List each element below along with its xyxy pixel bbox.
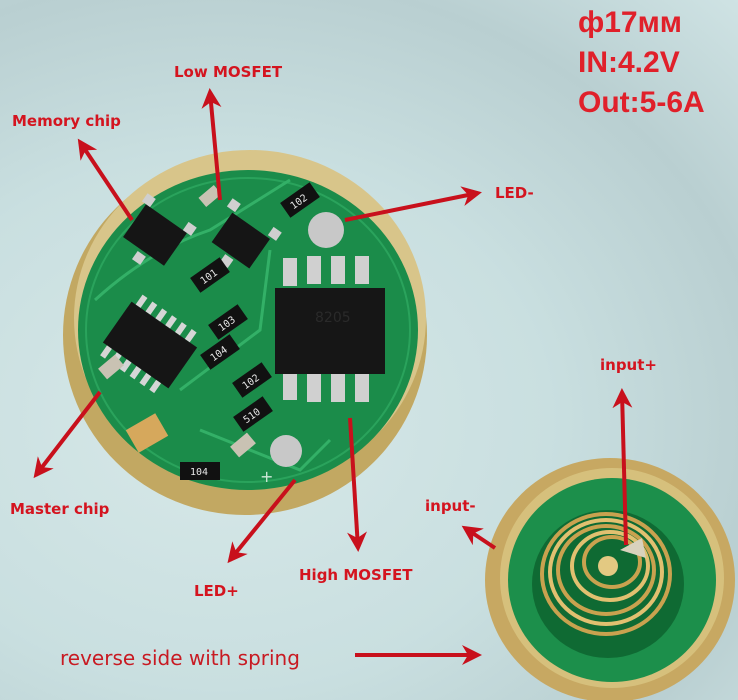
spec-diameter: ф17мм	[578, 6, 683, 39]
arrow-led-minus	[344, 186, 482, 222]
high-mosfet-ic: 8205	[275, 256, 385, 402]
arrow-input-minus	[461, 525, 497, 550]
low-mosfet	[211, 198, 282, 269]
led-minus-pad	[308, 212, 344, 248]
label-reverse-side: reverse side with spring	[60, 646, 300, 670]
spec-output-current: Out:5-6A	[578, 86, 705, 119]
svg-text:+: +	[260, 467, 273, 486]
svg-text:8205: 8205	[315, 310, 351, 326]
spring	[540, 512, 672, 636]
svg-text:104: 104	[190, 467, 208, 478]
spec-input-voltage: IN:4.2V	[578, 46, 680, 79]
label-memory-chip: Memory chip	[12, 112, 121, 130]
annotation-arrows	[33, 88, 633, 665]
arrow-memory-chip	[77, 138, 134, 222]
arrow-master-chip	[33, 390, 102, 479]
memory-chip	[123, 193, 197, 266]
arrow-low-mosfet	[201, 88, 222, 201]
arrow-led-plus	[227, 478, 297, 564]
label-high-mosfet: High MOSFET	[299, 566, 413, 584]
label-input-minus: input-	[425, 497, 476, 515]
tantalum-capacitor	[125, 413, 169, 453]
front-pcb-board: 8205 101 103 104 102 510 104 102 +	[63, 150, 427, 515]
rear-pcb-board	[485, 458, 735, 700]
label-low-mosfet: Low MOSFET	[174, 63, 283, 81]
arrow-high-mosfet	[347, 417, 367, 552]
label-input-plus: input+	[600, 356, 657, 374]
label-led-minus: LED-	[495, 184, 534, 202]
master-chip	[100, 294, 198, 394]
label-master-chip: Master chip	[10, 500, 110, 518]
label-led-plus: LED+	[194, 582, 239, 600]
arrow-input-plus	[612, 388, 633, 546]
led-plus-pad	[270, 435, 302, 467]
